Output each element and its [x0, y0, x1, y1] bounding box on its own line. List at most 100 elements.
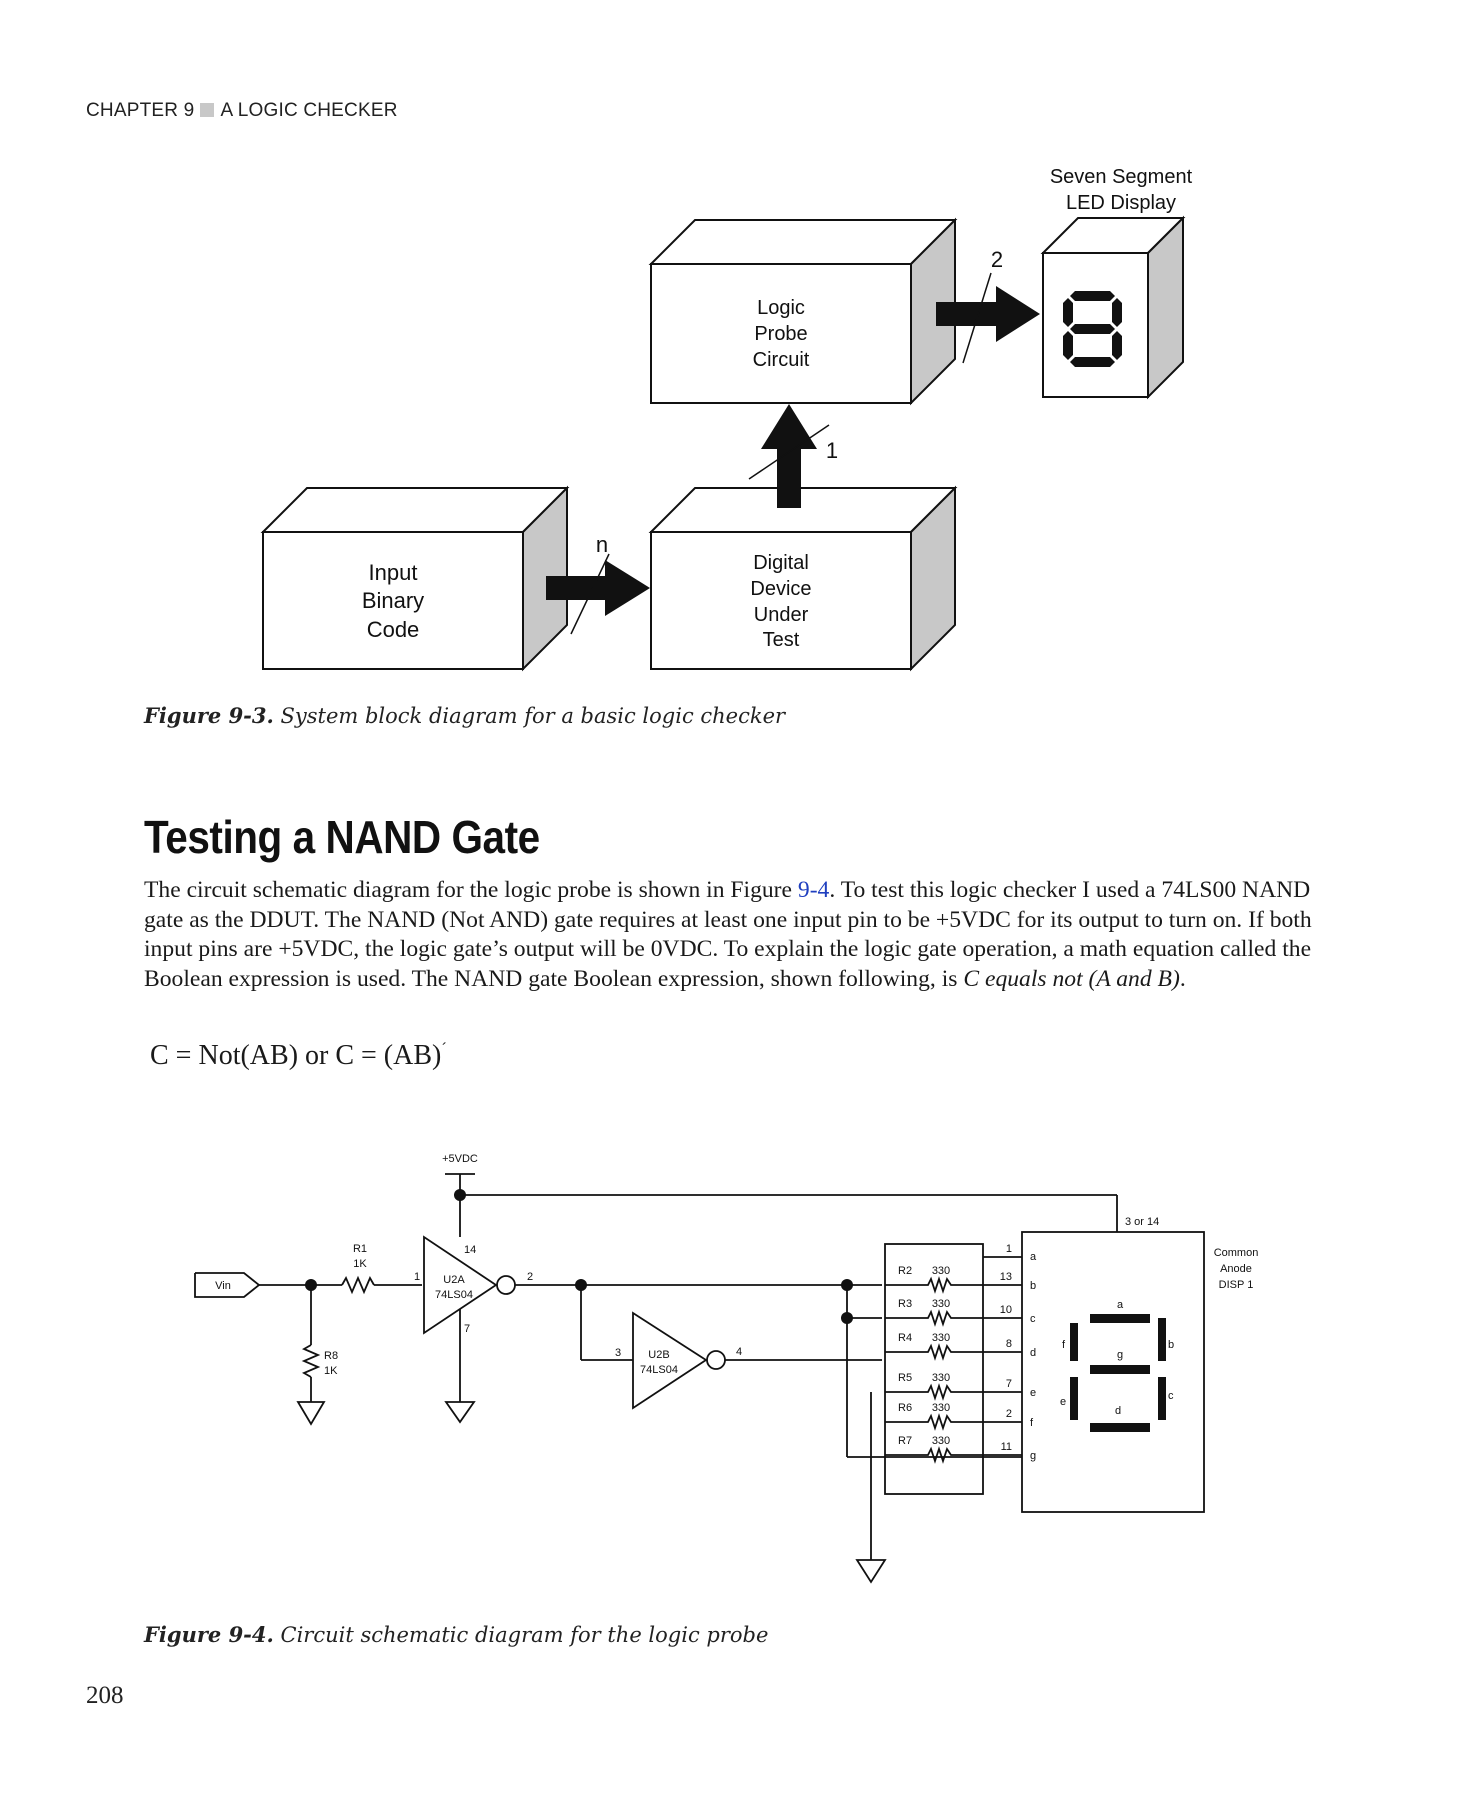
paragraph-end: .: [1179, 965, 1186, 992]
input-label-2: Binary: [362, 588, 424, 613]
display-pin-number: 2: [1006, 1408, 1012, 1420]
u2b-part: 74LS04: [640, 1364, 678, 1376]
resistor-r7: R7 330 11 g: [885, 1435, 1036, 1464]
display-pin-number: 13: [1000, 1271, 1012, 1283]
dut-label-4: Test: [763, 629, 800, 651]
resistor-rows: R2 330 13 bR3 330 10 cR4 330 8 dR5 330 7 eR6 330 2 fR7 3…: [885, 1265, 1036, 1464]
paragraph-italic: C equals not (A and B): [963, 965, 1180, 992]
seg-label-g: g: [1117, 1349, 1123, 1361]
block-diagram: .bx{fill:#fff;stroke:#111;stroke-width:2…: [260, 166, 1193, 672]
logic-probe-circuit-box: Logic Probe Circuit: [648, 217, 958, 406]
r8-value: 1K: [324, 1365, 338, 1377]
u2a-part: 74LS04: [435, 1289, 473, 1301]
resistor-wire: [885, 1383, 1022, 1401]
resistor-wire: [885, 1309, 1022, 1327]
display-segment-letter: f: [1030, 1417, 1034, 1429]
paragraph-text-1: The circuit schematic diagram for the lo…: [144, 877, 798, 903]
digit-eight-icon: [1063, 291, 1122, 367]
figure-9-4-caption: Figure 9-4. Circuit schematic diagram fo…: [144, 1622, 768, 1647]
paragraph-text-2: . To test this logic checker I used a 74…: [144, 877, 1312, 992]
resistor-r3: R3 330 10 c: [885, 1298, 1036, 1327]
bus-arrow-2: 2: [936, 247, 1040, 364]
resistor-r2: R2 330 13 b: [885, 1265, 1036, 1294]
display-label-1: Seven Segment: [1050, 166, 1193, 188]
resistor-value: 330: [932, 1298, 950, 1310]
seg-label-f: f: [1062, 1339, 1066, 1351]
figure-reference-link[interactable]: 9-4: [797, 877, 830, 903]
r1-name: R1: [353, 1243, 367, 1255]
seg-label-d: d: [1115, 1405, 1121, 1417]
seg-label-a: a: [1117, 1299, 1124, 1311]
equation-prime: ´: [441, 1040, 447, 1058]
probe-label-1: Logic: [757, 297, 805, 319]
display-pin-number: 8: [1006, 1338, 1012, 1350]
input-binary-code-box: Input Binary Code: [260, 485, 570, 672]
dut-label-1: Digital: [753, 552, 809, 574]
resistor-value: 330: [932, 1265, 950, 1277]
u2a-name: U2A: [443, 1274, 465, 1286]
common-pin-label: 3 or 14: [1125, 1216, 1159, 1228]
resistor-name: R5: [898, 1372, 912, 1384]
resistor-value: 330: [932, 1372, 950, 1384]
display-type-2: Anode: [1220, 1263, 1252, 1275]
pin-a-letter: a: [1030, 1251, 1037, 1263]
figure-9-3-caption: Figure 9-3. System block diagram for a b…: [144, 703, 785, 728]
resistor-value: 330: [932, 1435, 950, 1447]
resistor-wire: [885, 1343, 1022, 1361]
section-heading: Testing a NAND Gate: [144, 811, 540, 863]
display-type-1: Common: [1214, 1247, 1259, 1259]
pin-1-label: 1: [414, 1271, 420, 1283]
digital-device-under-test-box: Digital Device Under Test: [648, 485, 958, 672]
chapter-title: A LOGIC CHECKER: [220, 100, 398, 121]
resistor-r5: R5 330 7 e: [885, 1372, 1036, 1401]
vin-label: Vin: [215, 1280, 231, 1292]
pin-3-label: 3: [615, 1347, 621, 1359]
figure-9-3-text: System block diagram for a basic logic c…: [273, 704, 786, 728]
equation-text: C = Not(AB) or C = (AB): [150, 1040, 442, 1071]
display-label-2: LED Display: [1066, 192, 1176, 214]
pin-14-label: 14: [464, 1244, 476, 1256]
pin-a-number: 1: [1006, 1243, 1012, 1255]
resistor-value: 330: [932, 1332, 950, 1344]
display-pin-number: 7: [1006, 1378, 1012, 1390]
dut-label-3: Under: [754, 604, 809, 626]
display-segment-letter: c: [1030, 1313, 1036, 1325]
seven-segment-digit-icon: [1070, 1314, 1166, 1432]
chapter-number: CHAPTER 9: [86, 100, 195, 121]
bus-arrow-n: n: [546, 532, 650, 635]
resistor-value: 330: [932, 1402, 950, 1414]
pin-7-label: 7: [464, 1323, 470, 1335]
body-paragraph: The circuit schematic diagram for the lo…: [144, 876, 1334, 994]
display-segment-letter: d: [1030, 1347, 1036, 1359]
display-pin-number: 11: [1001, 1441, 1012, 1453]
seg-label-e: e: [1060, 1396, 1066, 1408]
input-label-3: Code: [367, 617, 420, 642]
resistor-name: R7: [898, 1435, 912, 1447]
pin-4-label: 4: [736, 1346, 742, 1358]
display-pin-number: 10: [1000, 1304, 1012, 1316]
u2b-name: U2B: [648, 1349, 669, 1361]
figure-9-4-label: Figure 9-4.: [144, 1622, 274, 1647]
resistor-name: R6: [898, 1402, 912, 1414]
display-segment-letter: g: [1030, 1450, 1036, 1462]
resistor-r6: R6 330 2 f: [885, 1402, 1034, 1431]
display-segment-letter: b: [1030, 1280, 1036, 1292]
display-type-3: DISP 1: [1219, 1279, 1254, 1291]
resistor-name: R3: [898, 1298, 912, 1310]
resistor-name: R4: [898, 1332, 912, 1344]
figure-9-3-label: Figure 9-3.: [144, 703, 274, 728]
resistor-name: R2: [898, 1265, 912, 1277]
display-segment-letter: e: [1030, 1387, 1036, 1399]
seg-label-b: b: [1168, 1339, 1174, 1351]
bus-arrow-1: 1: [748, 404, 838, 508]
separator-square: [200, 103, 215, 117]
bus-2-label: 2: [991, 247, 1003, 272]
resistor-wire: [885, 1446, 1022, 1464]
figure-9-4-text: Circuit schematic diagram for the logic …: [273, 1623, 769, 1647]
bus-1-label: 1: [826, 438, 838, 463]
input-label-1: Input: [369, 560, 418, 585]
running-header: CHAPTER 9 A LOGIC CHECKER: [86, 100, 398, 122]
probe-label-2: Probe: [754, 323, 807, 345]
probe-label-3: Circuit: [753, 349, 810, 371]
pin-2-label: 2: [527, 1271, 533, 1283]
